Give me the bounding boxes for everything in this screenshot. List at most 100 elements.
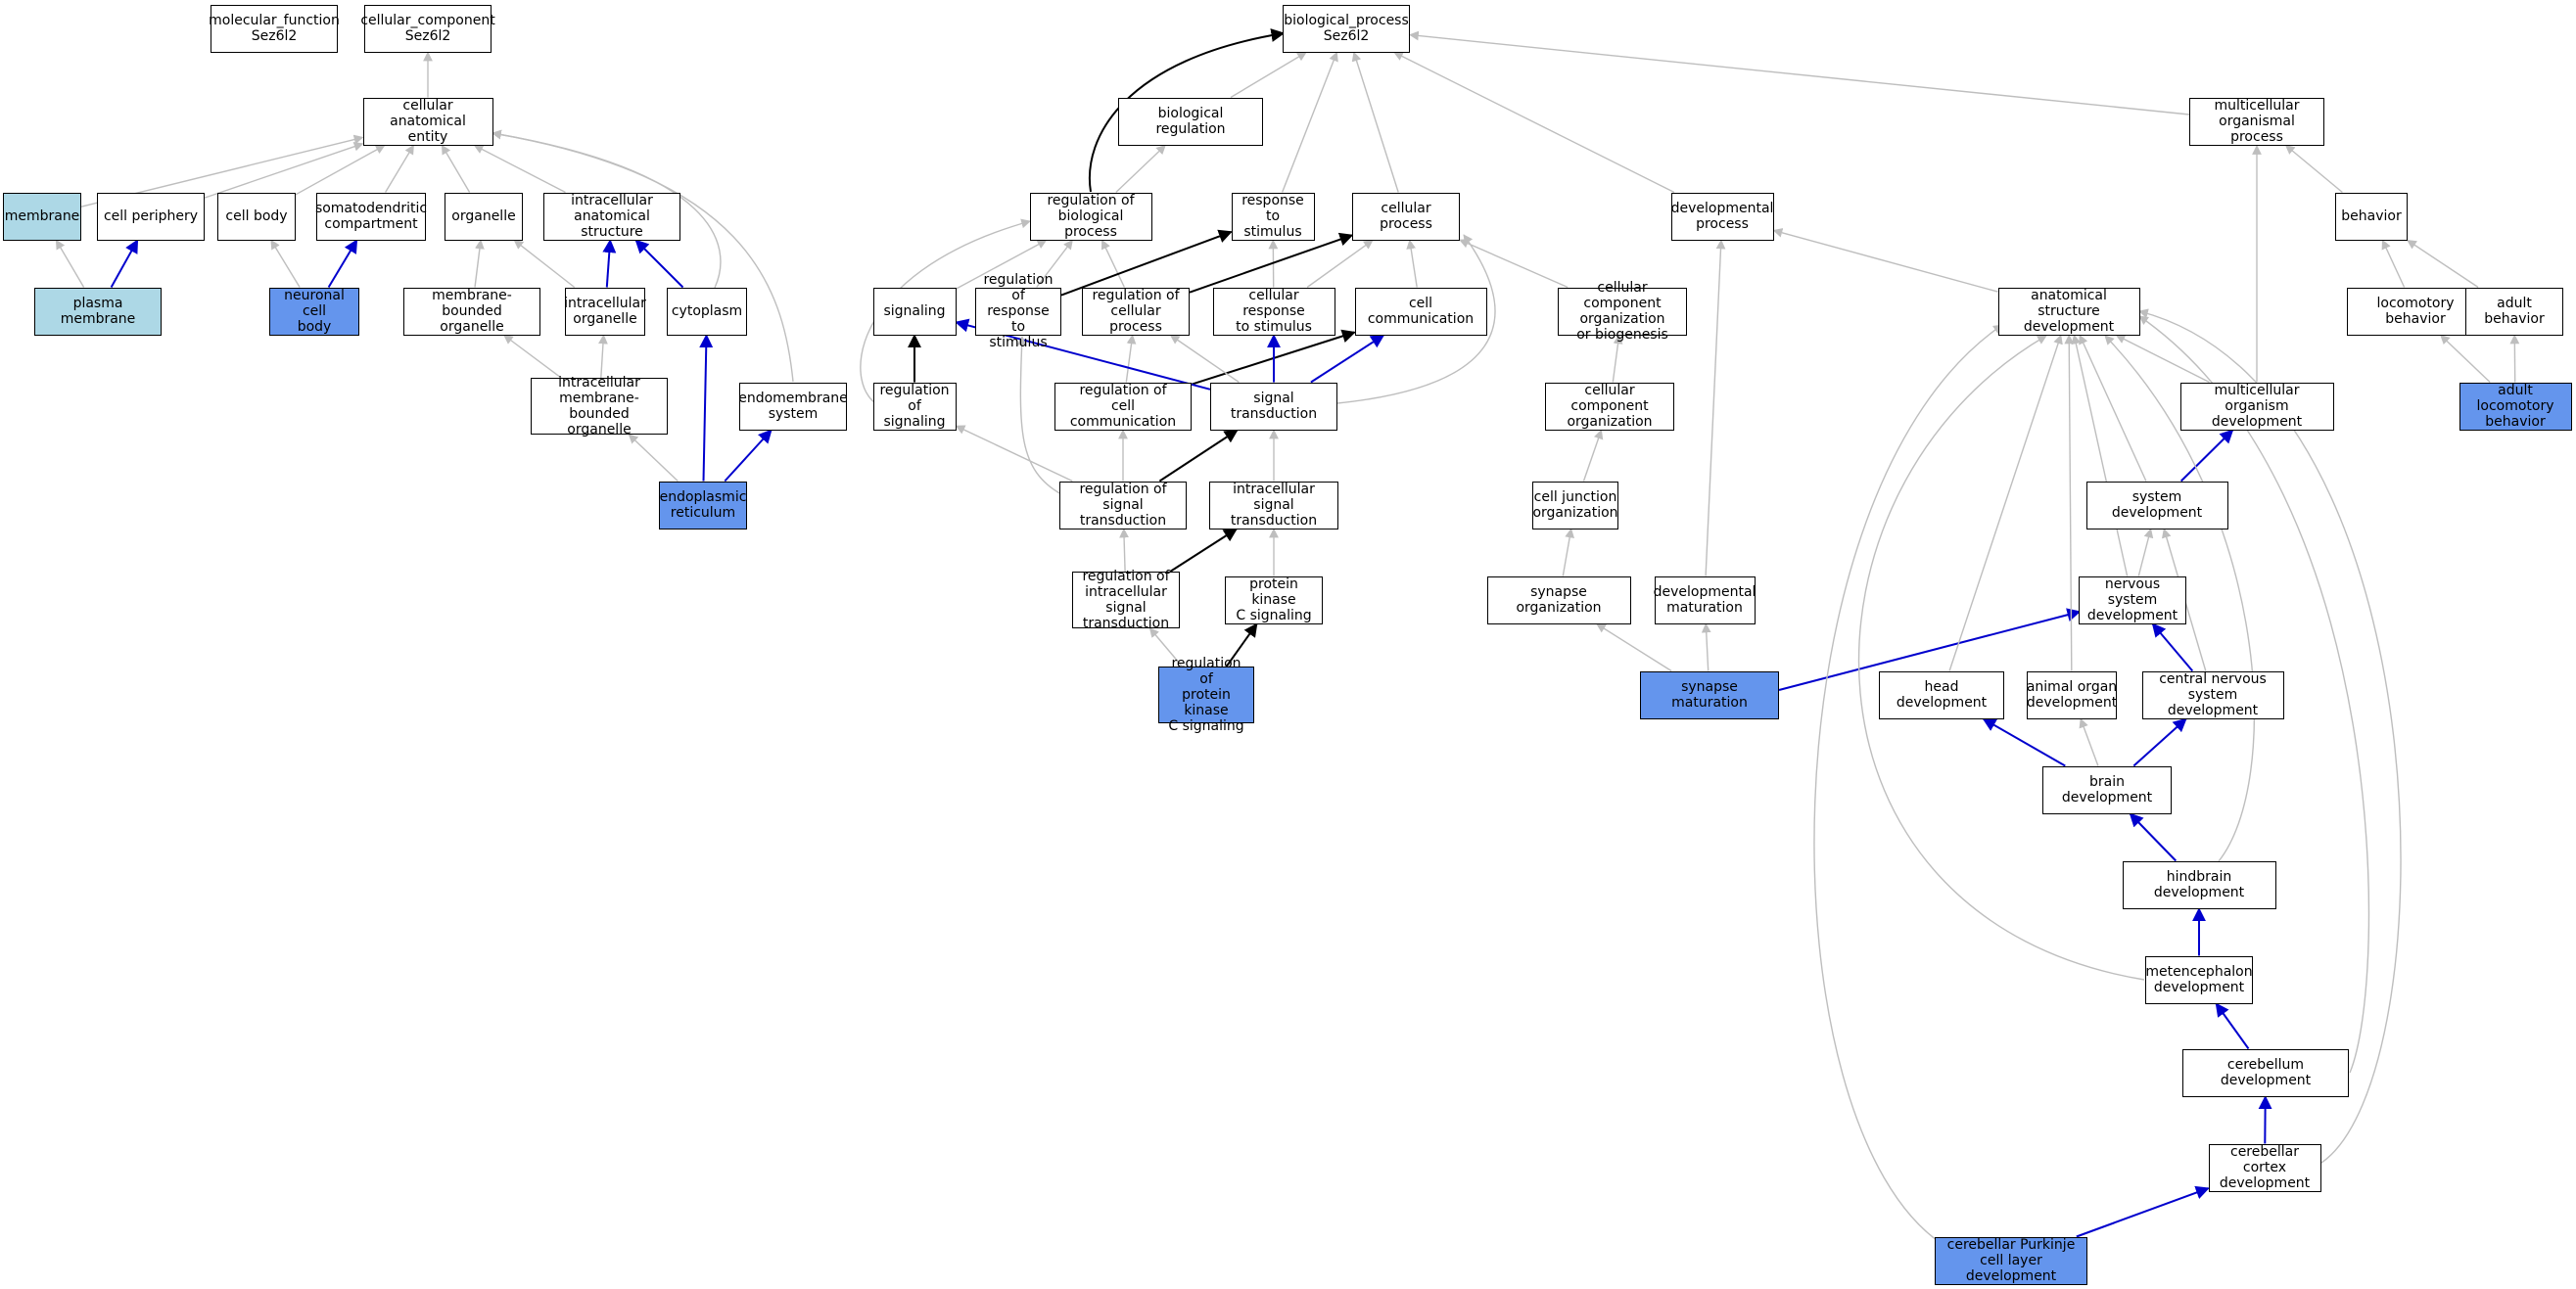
node-mod[interactable]: multicellular organism development xyxy=(2179,382,2334,431)
node-hd[interactable]: head development xyxy=(1879,670,2004,719)
edge-bioreg-to-bp xyxy=(1230,51,1307,99)
node-behavior[interactable]: behavior xyxy=(2335,192,2408,241)
node-mbo[interactable]: membrane-bounded organelle xyxy=(403,287,540,336)
node-mf[interactable]: molecular_function Sez6l2 xyxy=(209,4,340,53)
node-rst[interactable]: regulation of signal transduction xyxy=(1059,481,1187,529)
edge-cco-to-ccob xyxy=(1612,334,1623,383)
node-alb[interactable]: adult locomotory behavior xyxy=(2459,382,2572,431)
node-periphery[interactable]: cell periphery xyxy=(97,192,205,241)
edge-rts-to-bp xyxy=(1281,51,1338,193)
node-membrane[interactable]: membrane xyxy=(3,192,81,241)
edge-mbo-to-organelle xyxy=(474,239,485,288)
node-so[interactable]: synapse organization xyxy=(1486,575,1631,624)
node-adultb[interactable]: adult behavior xyxy=(2465,287,2563,336)
node-st[interactable]: signal transduction xyxy=(1210,382,1337,431)
node-nsd[interactable]: nervous system development xyxy=(2079,575,2186,624)
edge-rst-to-rsig xyxy=(955,425,1073,483)
edge-organelle-to-cae xyxy=(441,144,471,193)
node-cco[interactable]: cellular component organization xyxy=(1545,382,1674,431)
node-hbd[interactable]: hindbrain development xyxy=(2122,860,2276,909)
node-rpkc[interactable]: regulation of protein kinase C signaling xyxy=(1158,656,1254,734)
edge-io-to-ias xyxy=(602,239,617,288)
node-crs[interactable]: cellular response to stimulus xyxy=(1212,287,1335,336)
edge-sm-to-dm xyxy=(1701,622,1711,671)
node-bioreg[interactable]: biological regulation xyxy=(1118,97,1263,146)
node-dp[interactable]: developmental process xyxy=(1670,192,1774,241)
node-rrts[interactable]: regulation of response to stimulus xyxy=(975,272,1061,350)
node-io[interactable]: intracellular organelle xyxy=(564,287,646,336)
edge-cellbody-to-cae xyxy=(295,144,386,196)
edge-hbd-to-bd xyxy=(2129,812,2178,862)
edge-bd-to-aod xyxy=(2079,717,2099,766)
node-ncb[interactable]: neuronal cell body xyxy=(269,287,359,336)
edge-rst-to-rrts xyxy=(1016,336,1062,495)
node-bd[interactable]: brain development xyxy=(2042,765,2172,814)
node-ias[interactable]: intracellular anatomical structure xyxy=(543,192,680,241)
node-cellbody[interactable]: cell body xyxy=(217,192,296,241)
node-bp[interactable]: biological_process Sez6l2 xyxy=(1283,4,1410,53)
edge-imbo-to-io xyxy=(598,334,608,379)
edge-rcc-to-rcp xyxy=(1125,334,1137,383)
node-cp[interactable]: cellular process xyxy=(1352,192,1460,241)
edge-ccd-to-asd xyxy=(2138,308,2402,1164)
edge-dm-to-dp xyxy=(1705,239,1726,576)
edge-adultb-to-behavior xyxy=(2407,239,2479,289)
node-sm[interactable]: synapse maturation xyxy=(1640,670,1779,719)
edge-rpkc-to-pkc xyxy=(1225,622,1258,668)
node-er[interactable]: endoplasmic reticulum xyxy=(659,481,747,529)
edge-er-to-endo xyxy=(724,429,773,483)
edge-cpcl-to-asd xyxy=(1813,324,2003,1246)
edge-cpcl-to-ccd xyxy=(2076,1185,2210,1238)
node-imbo[interactable]: intracellular membrane-bounded organelle xyxy=(531,375,668,437)
edge-pm-to-periphery xyxy=(110,239,139,288)
node-cc2[interactable]: cell communication xyxy=(1354,287,1487,336)
node-cc[interactable]: cellular_component Sez6l2 xyxy=(360,4,495,53)
node-cjo[interactable]: cell junction organization xyxy=(1532,481,1618,529)
edge-st-to-rcp xyxy=(1169,334,1240,384)
edge-rist-to-ist xyxy=(1169,528,1239,573)
edge-somato-to-cae xyxy=(384,144,415,193)
node-cnsd[interactable]: central nervous system development xyxy=(2141,670,2284,719)
node-cpcl[interactable]: cerebellar Purkinje cell layer developme… xyxy=(1935,1236,2087,1285)
node-signaling[interactable]: signaling xyxy=(872,287,957,336)
edge-ccob-to-cp xyxy=(1459,239,1569,289)
node-somato[interactable]: somatodendritic compartment xyxy=(315,192,427,241)
edge-rbp-to-bioreg xyxy=(1115,144,1166,194)
node-endo[interactable]: endomembrane system xyxy=(738,382,848,431)
node-sd[interactable]: system development xyxy=(2085,481,2228,529)
node-organelle[interactable]: organelle xyxy=(445,192,523,241)
node-rist[interactable]: regulation of intracellular signal trans… xyxy=(1072,569,1180,631)
node-rsig[interactable]: regulation of signaling xyxy=(872,382,957,431)
node-cbd[interactable]: cerebellum development xyxy=(2182,1048,2349,1097)
node-locob[interactable]: locomotory behavior xyxy=(2347,287,2484,336)
edge-cbd-to-metd xyxy=(2215,1002,2250,1050)
node-pm[interactable]: plasma membrane xyxy=(34,287,162,336)
node-metd[interactable]: metencephalon development xyxy=(2145,955,2253,1004)
node-ccob[interactable]: cellular component organization or bioge… xyxy=(1558,280,1687,343)
node-rcc[interactable]: regulation of cell communication xyxy=(1054,382,1192,431)
node-rts[interactable]: response to stimulus xyxy=(1231,192,1315,241)
node-aod[interactable]: animal organ development xyxy=(2027,670,2117,719)
edge-io-to-organelle xyxy=(513,239,576,289)
node-rbp[interactable]: regulation of biological process xyxy=(1029,192,1152,241)
edge-behavior-to-mop xyxy=(2284,144,2343,194)
edge-ncb-to-cellbody xyxy=(270,239,301,288)
node-dm[interactable]: developmental maturation xyxy=(1654,575,1756,624)
edge-locob-to-behavior xyxy=(2381,239,2406,288)
edge-dp-to-bp xyxy=(1393,51,1675,194)
node-cyto[interactable]: cytoplasm xyxy=(667,287,747,336)
node-asd[interactable]: anatomical structure development xyxy=(1997,287,2140,336)
edge-rsig-to-rbp xyxy=(860,218,1031,407)
edge-er-to-imbo xyxy=(628,434,679,483)
node-ccd[interactable]: cerebellar cortex development xyxy=(2208,1143,2321,1192)
edge-rrts-to-rbp xyxy=(1036,239,1073,288)
node-mop[interactable]: multicellular organismal process xyxy=(2189,97,2324,146)
node-ist[interactable]: intracellular signal transduction xyxy=(1209,481,1338,529)
node-cae[interactable]: cellular anatomical entity xyxy=(362,97,493,146)
edge-ncb-to-somato xyxy=(327,239,358,289)
edge-pm-to-membrane xyxy=(55,239,85,288)
node-rcp[interactable]: regulation of cellular process xyxy=(1082,287,1190,336)
node-pkc[interactable]: protein kinase C signaling xyxy=(1225,575,1323,624)
edge-st-to-cc2 xyxy=(1310,334,1385,384)
